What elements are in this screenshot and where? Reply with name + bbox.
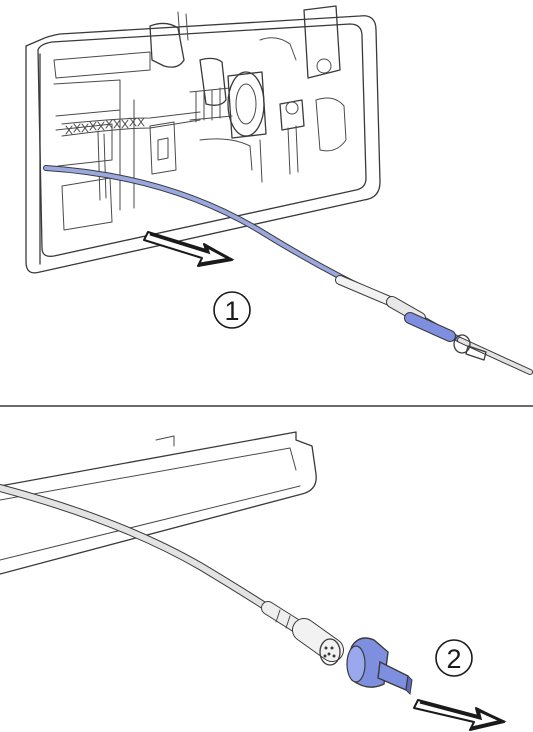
removed-cable bbox=[0, 484, 344, 666]
pull-arrow-1 bbox=[143, 231, 235, 267]
step-marker-2: 2 bbox=[435, 639, 473, 677]
cistern-corner bbox=[0, 431, 317, 575]
panel-2: 2 bbox=[0, 431, 507, 731]
blue-cap bbox=[346, 637, 413, 696]
cistern-interior bbox=[53, 5, 347, 231]
step-number-2: 2 bbox=[446, 644, 461, 674]
cistern-frame bbox=[25, 15, 381, 274]
pulled-cable bbox=[43, 165, 533, 375]
panel-1: 1 bbox=[25, 5, 533, 375]
step-number-1: 1 bbox=[224, 296, 239, 326]
step-marker-1: 1 bbox=[213, 291, 251, 329]
pull-arrow-2 bbox=[413, 699, 507, 731]
